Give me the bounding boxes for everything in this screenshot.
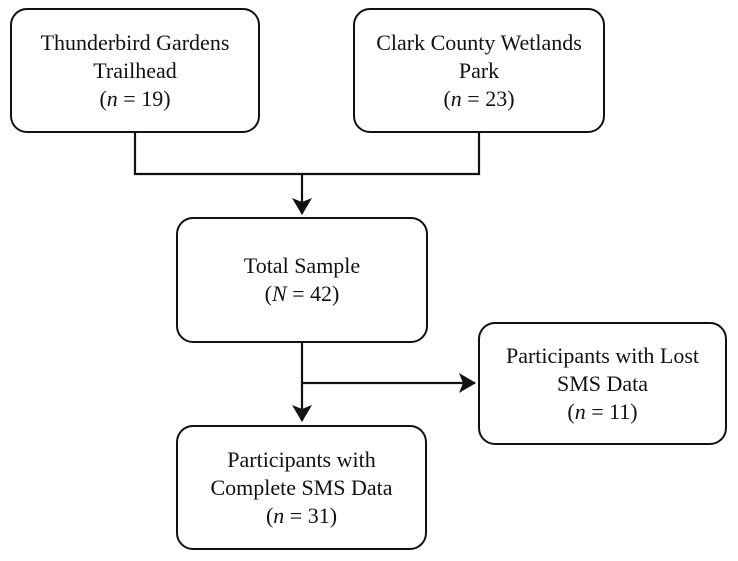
node-thunderbird-gardens-trailhead: Thunderbird Gardens Trailhead (n = 19) (10, 8, 260, 133)
node-clark-county-wetlands-park: Clark County Wetlands Park (n = 23) (353, 8, 605, 133)
stat-variable: N (271, 281, 287, 306)
sample-size: (n = 31) (266, 502, 337, 530)
sample-size: (n = 19) (99, 85, 170, 113)
stat-prefix: ( (99, 85, 107, 111)
node-title-line: Thunderbird Gardens (40, 29, 230, 55)
stat-variable: n (273, 502, 285, 528)
node-title-line: Clark County Wetlands (376, 29, 582, 55)
stat-prefix: ( (567, 398, 575, 424)
node-title-line: SMS Data (556, 370, 649, 396)
sample-size: (n = 11) (567, 398, 637, 426)
node-title-line: Total Sample (243, 253, 361, 278)
stat-prefix: ( (264, 281, 272, 306)
stat-variable: n (450, 85, 462, 111)
stat-suffix: = 19) (117, 85, 171, 111)
stat-variable: n (106, 85, 118, 111)
node-title-line: Participants with (227, 446, 376, 472)
node-title-line: Participants with Lost (505, 342, 700, 368)
node-lost-sms-data: Participants with Lost SMS Data (n = 11) (478, 322, 727, 445)
node-total-sample: Total Sample (N = 42) (176, 217, 428, 343)
node-title-line: Park (458, 57, 500, 83)
node-title-line: Complete SMS Data (210, 474, 393, 500)
stat-suffix: = 42) (286, 281, 340, 306)
stat-suffix: = 11) (585, 398, 638, 424)
stat-suffix: = 23) (461, 85, 515, 111)
node-title-line: Trailhead (93, 57, 177, 83)
sample-size: (N = 42) (265, 280, 340, 308)
stat-prefix: ( (443, 85, 451, 111)
stat-suffix: = 31) (284, 502, 338, 528)
node-complete-sms-data: Participants with Complete SMS Data (n =… (176, 425, 427, 550)
stat-prefix: ( (265, 502, 274, 528)
sample-size: (n = 23) (443, 85, 514, 113)
stat-variable: n (574, 398, 586, 424)
